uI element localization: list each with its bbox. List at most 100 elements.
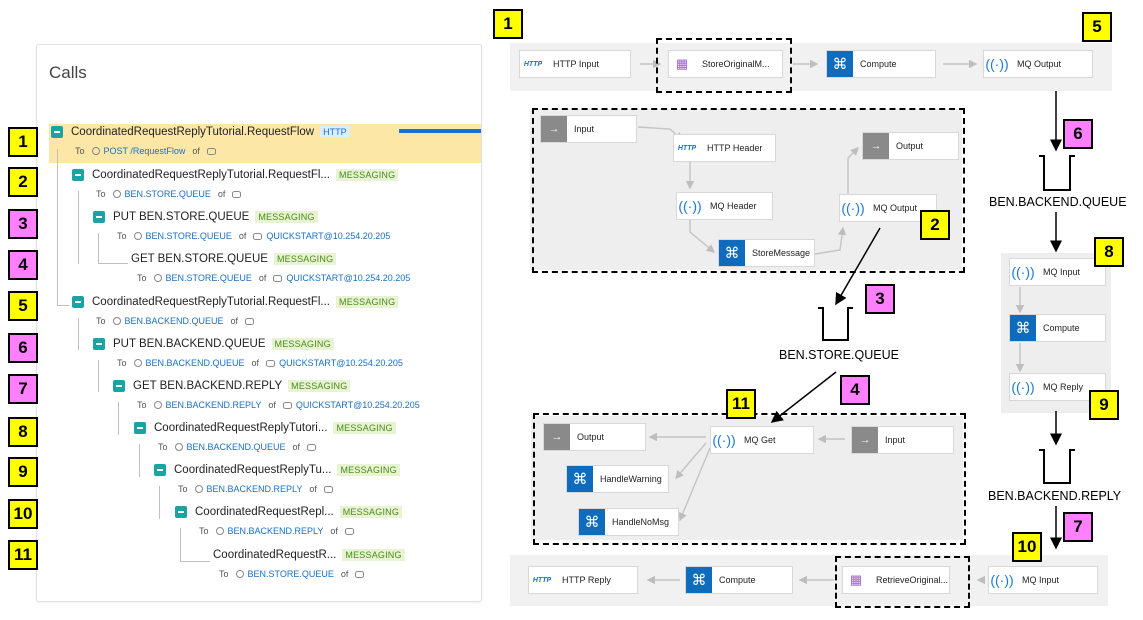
step-tag: 10 bbox=[1012, 532, 1042, 562]
server-icon bbox=[232, 190, 242, 198]
call-target-link[interactable]: BEN.STORE.QUEUE bbox=[247, 569, 334, 579]
step-tag: 5 bbox=[8, 291, 38, 321]
protocol-badge: MESSAGING bbox=[337, 464, 400, 476]
of-label: of bbox=[251, 358, 260, 368]
of-label: of bbox=[340, 569, 349, 579]
node-handle-warning[interactable]: ⌘ HandleWarning bbox=[566, 465, 669, 493]
http-icon: HTTP bbox=[532, 576, 552, 584]
node-mq-reply[interactable]: ((·)) MQ Reply bbox=[1009, 373, 1106, 401]
call-target-link[interactable]: BEN.STORE.QUEUE bbox=[124, 189, 211, 199]
node-label: Input bbox=[574, 124, 595, 134]
of-label: of bbox=[330, 526, 338, 536]
node-compute[interactable]: ⌘ Compute bbox=[826, 50, 936, 78]
step-tag: 3 bbox=[865, 284, 895, 314]
tree-connector bbox=[98, 233, 99, 264]
step-tag: 3 bbox=[8, 209, 38, 239]
to-label: To bbox=[137, 400, 147, 410]
node-label: MQ Input bbox=[1043, 267, 1081, 277]
node-mq-header[interactable]: ((·)) MQ Header bbox=[676, 192, 773, 220]
to-label: To bbox=[117, 358, 127, 368]
call-target-link[interactable]: BEN.BACKEND.REPLY bbox=[206, 484, 303, 494]
call-target-link[interactable]: BEN.BACKEND.QUEUE bbox=[145, 358, 245, 368]
node-http-input[interactable]: HTTP HTTP Input bbox=[519, 50, 631, 78]
call-target-link[interactable]: BEN.BACKEND.REPLY bbox=[165, 400, 262, 410]
collapse-toggle[interactable] bbox=[134, 422, 146, 434]
call-title: CoordinatedRequestRepl... bbox=[195, 506, 334, 518]
node-input[interactable]: → Input bbox=[540, 115, 637, 143]
dashed-subflow-marker bbox=[532, 108, 965, 273]
call-target-link[interactable]: BEN.STORE.QUEUE bbox=[145, 231, 232, 241]
protocol-badge: MESSAGING bbox=[336, 296, 399, 308]
node-mq-input[interactable]: ((·)) MQ Input bbox=[988, 566, 1098, 594]
collapse-toggle[interactable] bbox=[154, 464, 166, 476]
endpoint-icon bbox=[112, 190, 121, 198]
endpoint-icon bbox=[215, 527, 224, 535]
call-target-link[interactable]: BEN.STORE.QUEUE bbox=[165, 273, 252, 283]
protocol-badge: MESSAGING bbox=[342, 549, 405, 561]
node-compute[interactable]: ⌘ Compute bbox=[685, 566, 793, 594]
call-target-link[interactable]: BEN.BACKEND.QUEUE bbox=[186, 442, 286, 452]
compute-icon: ⌘ bbox=[567, 466, 593, 492]
tree-connector bbox=[118, 402, 119, 435]
tree-connector bbox=[98, 360, 99, 392]
call-target-link[interactable]: BEN.BACKEND.QUEUE bbox=[124, 316, 224, 326]
call-title: CoordinatedRequestReplyTutori... bbox=[154, 422, 328, 434]
node-mq-output[interactable]: ((·)) MQ Output bbox=[983, 50, 1093, 78]
collapse-toggle[interactable] bbox=[113, 380, 125, 392]
collapse-toggle[interactable] bbox=[72, 169, 84, 181]
node-label: MQ Header bbox=[710, 201, 757, 211]
server-icon bbox=[355, 570, 365, 578]
node-mq-get[interactable]: ((·)) MQ Get bbox=[710, 426, 814, 454]
endpoint-icon bbox=[194, 485, 203, 493]
server-link[interactable]: QUICKSTART@10.254.20.205 bbox=[295, 400, 420, 410]
arrow bbox=[835, 227, 881, 306]
server-link[interactable]: QUICKSTART@10.254.20.205 bbox=[266, 231, 391, 241]
input-icon: → bbox=[541, 116, 567, 142]
calls-panel: Calls CoordinatedRequestReplyTutorial.Re… bbox=[36, 44, 482, 602]
wire bbox=[678, 447, 711, 522]
node-output[interactable]: → Output bbox=[862, 132, 959, 160]
endpoint-icon bbox=[133, 359, 142, 367]
node-label: Compute bbox=[719, 575, 756, 585]
step-tag: 8 bbox=[8, 417, 38, 447]
compute-icon: ⌘ bbox=[827, 51, 853, 77]
wire bbox=[847, 147, 859, 195]
server-link[interactable]: QUICKSTART@10.254.20.205 bbox=[279, 358, 403, 368]
call-target-link[interactable]: POST /RequestFlow bbox=[103, 146, 186, 156]
node-http-header[interactable]: HTTP HTTP Header bbox=[673, 134, 776, 162]
collapse-toggle[interactable] bbox=[93, 338, 105, 350]
collapse-toggle[interactable] bbox=[175, 506, 187, 518]
to-label: To bbox=[137, 273, 147, 283]
step-tag: 1 bbox=[493, 9, 523, 39]
node-compute[interactable]: ⌘ Compute bbox=[1009, 314, 1106, 342]
mq-icon: ((·)) bbox=[990, 572, 1014, 588]
node-http-reply[interactable]: HTTP HTTP Reply bbox=[528, 566, 638, 594]
collapse-toggle[interactable] bbox=[93, 211, 105, 223]
server-link[interactable]: QUICKSTART@10.254.20.205 bbox=[286, 273, 411, 283]
step-tag: 7 bbox=[1063, 512, 1093, 542]
node-output[interactable]: → Output bbox=[543, 423, 646, 451]
call-title: GET BEN.STORE.QUEUE bbox=[131, 253, 268, 265]
dashed-subflow-marker bbox=[835, 556, 970, 608]
node-handle-nomsg[interactable]: ⌘ HandleNoMsg bbox=[578, 508, 679, 536]
step-tag: 2 bbox=[8, 167, 38, 197]
node-mq-output[interactable]: ((·)) MQ Output bbox=[839, 194, 937, 222]
step-tag: 6 bbox=[8, 333, 38, 363]
node-retrieve-original[interactable]: ▦ RetrieveOriginal... bbox=[842, 566, 950, 594]
collapse-toggle[interactable] bbox=[72, 296, 84, 308]
node-mq-input[interactable]: ((·)) MQ Input bbox=[1009, 258, 1106, 286]
to-label: To bbox=[158, 442, 168, 452]
subflow-icon: ▦ bbox=[675, 56, 689, 71]
collapse-toggle[interactable] bbox=[51, 126, 63, 138]
endpoint-icon bbox=[91, 147, 100, 155]
tree-connector bbox=[57, 305, 69, 306]
call-target-link[interactable]: BEN.BACKEND.REPLY bbox=[227, 526, 324, 536]
step-tag: 2 bbox=[920, 210, 950, 240]
protocol-badge: MESSAGING bbox=[255, 211, 318, 223]
node-store-original[interactable]: ▦ StoreOriginalM... bbox=[668, 50, 783, 78]
to-label: To bbox=[96, 189, 106, 199]
tree-connector bbox=[139, 444, 140, 477]
node-store-message[interactable]: ⌘ StoreMessage bbox=[718, 239, 815, 267]
tree-connector bbox=[57, 149, 58, 306]
node-input[interactable]: → Input bbox=[851, 426, 954, 454]
